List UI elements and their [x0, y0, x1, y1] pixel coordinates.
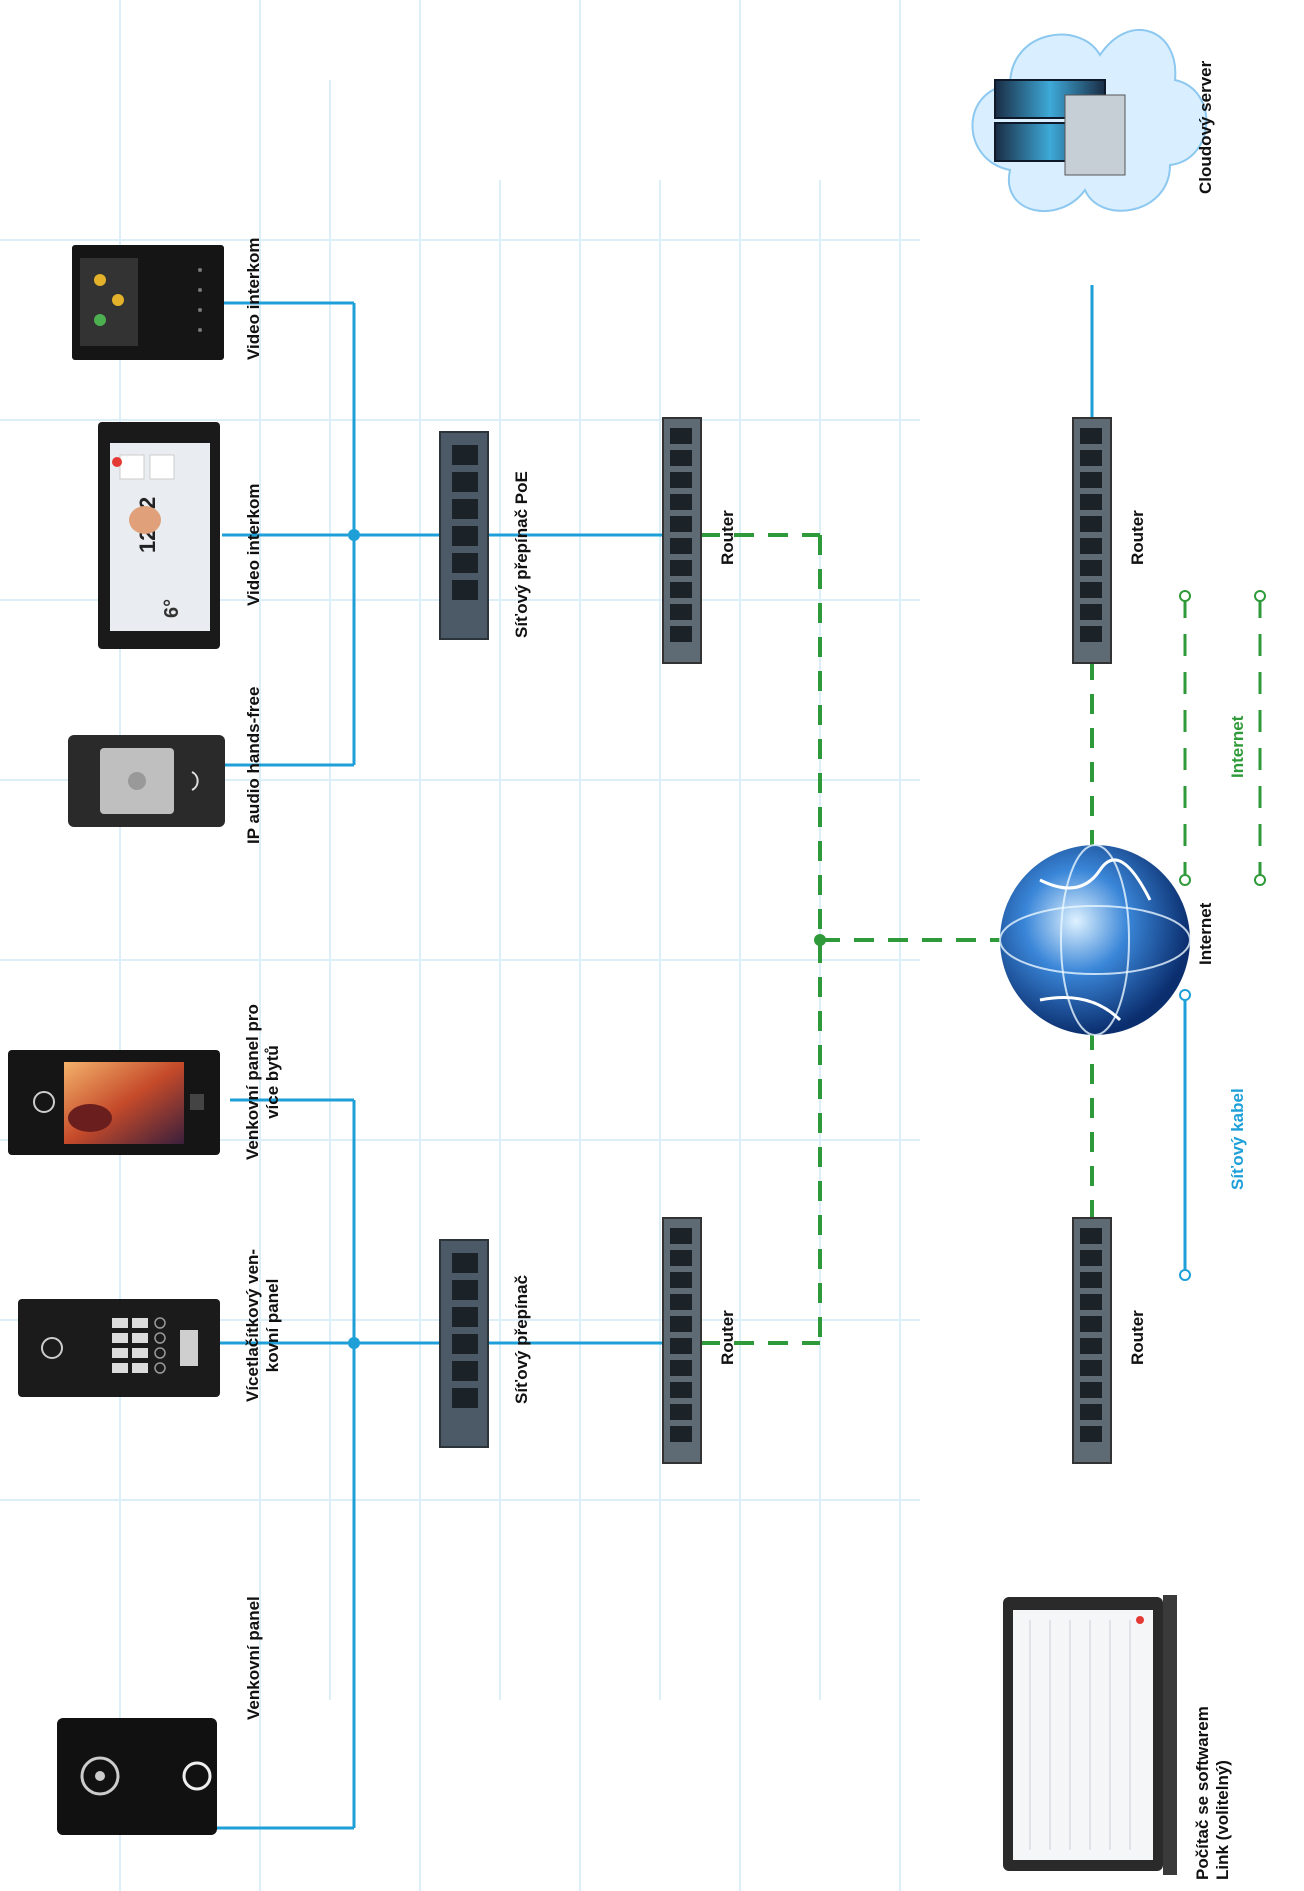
- internet-junction: [814, 934, 826, 946]
- internet-globe-icon: [999, 844, 1191, 1036]
- legend-cable: [1179, 989, 1191, 1281]
- router-right-top-device[interactable]: [1072, 417, 1112, 664]
- router-left-top-device[interactable]: [662, 417, 702, 664]
- label-router-left-top: Router: [718, 510, 737, 565]
- network-cables: [190, 285, 1094, 1830]
- router-right-bottom-device[interactable]: [1072, 1217, 1112, 1464]
- cable-junctions: [348, 529, 360, 1349]
- label-apartment-panel: Venkovní panel pro více bytů: [243, 1004, 282, 1160]
- video-intercom-2-device[interactable]: [72, 245, 224, 360]
- label-internet: Internet: [1196, 902, 1215, 965]
- label-video-intercom-1: Video interkom: [244, 483, 263, 607]
- label-switch: Síťový přepínač: [512, 1274, 531, 1404]
- outdoor-panel-device[interactable]: [57, 1718, 217, 1835]
- switch-device[interactable]: [439, 1239, 489, 1448]
- label-pc: Počítač se softwarem Link (volitelný): [1193, 1706, 1232, 1880]
- internet-links: [700, 533, 1094, 1345]
- label-router-right-top: Router: [1128, 510, 1147, 565]
- video-intercom-1-device[interactable]: 12:22 6°: [98, 422, 220, 649]
- switch-poe-device[interactable]: [439, 431, 489, 640]
- label-router-right-bottom: Router: [1128, 1310, 1147, 1365]
- label-router-left-bottom: Router: [718, 1310, 737, 1365]
- label-switch-poe: Síťový přepínač PoE: [512, 471, 531, 638]
- screen-temperature: 6°: [161, 599, 183, 618]
- label-video-intercom-2: Video interkom: [244, 237, 263, 361]
- multibutton-panel-device[interactable]: [18, 1299, 220, 1397]
- legend-cable-label: Síťový kabel: [1228, 1088, 1247, 1190]
- label-cloud-server: Cloudový server: [1196, 60, 1215, 194]
- label-multibutton-panel: Vícetlačítkový ven- kovní panel: [243, 1248, 282, 1402]
- apartment-panel-device[interactable]: [8, 1050, 220, 1155]
- legend-internet-label: Internet: [1228, 715, 1247, 778]
- label-outdoor-panel: Venkovní panel: [244, 1596, 263, 1720]
- ip-audio-device[interactable]: [68, 735, 225, 827]
- router-left-bottom-device[interactable]: [662, 1217, 702, 1464]
- legend-internet: [1179, 590, 1266, 886]
- cloud-server-icon: [971, 28, 1208, 212]
- label-ip-audio: IP audio hands-free: [244, 686, 263, 844]
- laptop-pc-icon: [1003, 1595, 1177, 1875]
